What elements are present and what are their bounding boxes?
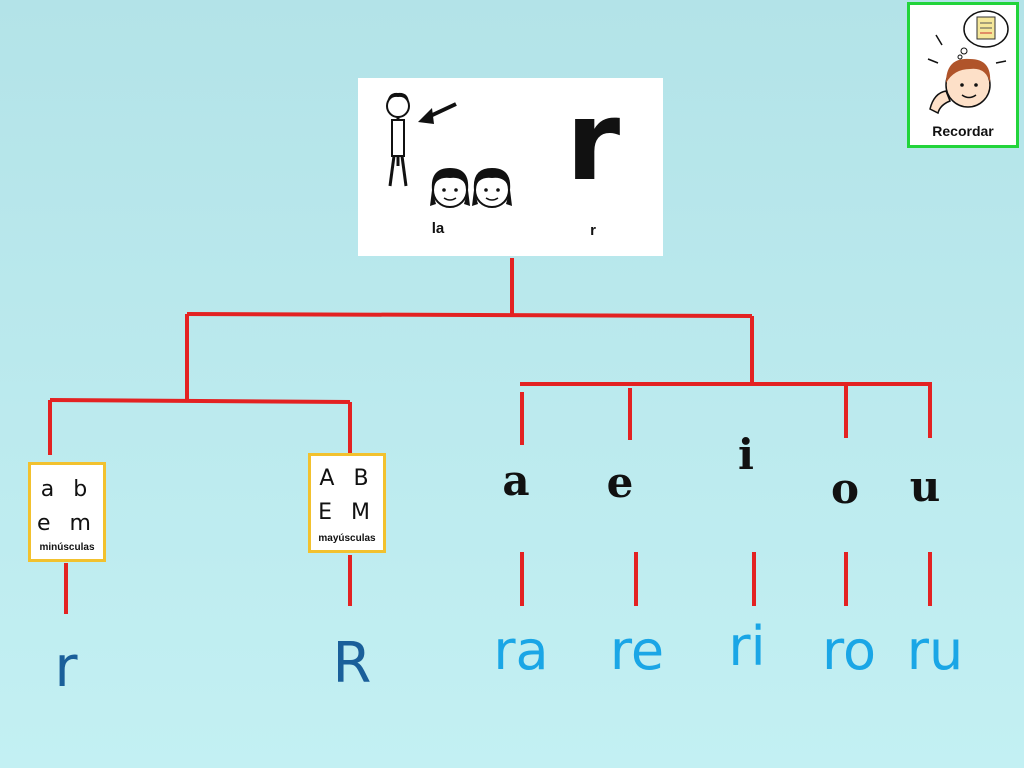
thinking-person-icon <box>927 10 1009 115</box>
lowercase-r: r <box>54 635 78 700</box>
uppercase-row-1: A B <box>319 466 375 491</box>
uppercase-card: A B E M mayúsculas <box>308 453 386 553</box>
vowel-a: a <box>502 456 530 505</box>
lowercase-card: a b e m minúsculas <box>28 462 106 562</box>
vowel-e: e <box>606 458 634 507</box>
vowel-o: o <box>830 464 859 513</box>
syllable-re: re <box>609 619 665 682</box>
uppercase-r: R <box>332 631 372 696</box>
big-letter-r: r <box>565 77 621 205</box>
person-pointing-icon <box>386 92 512 208</box>
vowel-i: i <box>738 430 754 479</box>
recordar-label: Recordar <box>932 123 994 139</box>
vowel-u: u <box>909 462 941 511</box>
syllable-ri: ri <box>728 615 766 678</box>
syllable-ru: ru <box>906 619 964 682</box>
caption-r: r <box>590 222 596 239</box>
lowercase-label: minúsculas <box>39 542 95 553</box>
syllable-ro: ro <box>821 619 877 682</box>
uppercase-row-2: E M <box>318 500 376 525</box>
letter-r-card: r la r <box>358 78 663 256</box>
lowercase-row-1: a b <box>40 477 94 502</box>
caption-la: la <box>431 220 445 237</box>
uppercase-label: mayúsculas <box>318 533 376 544</box>
recordar-card: Recordar <box>907 2 1019 148</box>
syllable-ra: ra <box>493 619 549 682</box>
lowercase-row-2: e m <box>37 511 97 536</box>
